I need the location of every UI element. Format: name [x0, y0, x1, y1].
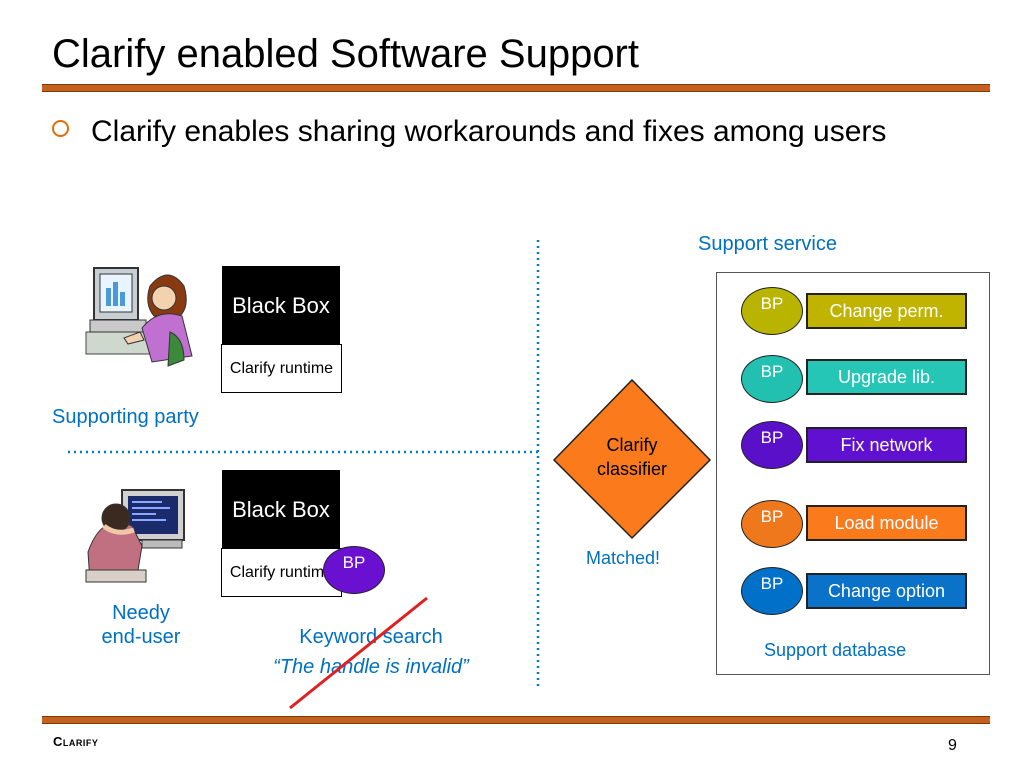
needy-label-line1: Needy: [112, 602, 170, 624]
clarify-runtime-bottom: Clarify runtime: [221, 548, 342, 597]
title-rule: [42, 84, 990, 92]
bp-bubble-5: BP: [741, 567, 803, 615]
support-service-label: Support service: [698, 233, 837, 255]
needy-end-user-label: Needy end-user: [82, 601, 200, 649]
bp-3-label: BP: [760, 428, 784, 447]
keyword-search-quote: “The handle is invalid”: [273, 656, 469, 678]
matched-label: Matched!: [586, 548, 661, 568]
classifier-text: Clarify classifier: [560, 433, 704, 481]
fix-5-label: Change option: [827, 580, 946, 601]
fix-3-label: Fix network: [840, 434, 933, 455]
slide-title: Clarify enabled Software Support: [52, 32, 639, 76]
bp-bubble-1: BP: [741, 287, 803, 335]
supporting-person-computer-icon: [85, 267, 193, 367]
fix-2-label: Upgrade lib.: [837, 366, 936, 387]
clarify-runtime-top: Clarify runtime: [221, 344, 342, 393]
fix-load-module: Load module: [806, 505, 967, 541]
bp-bubble-4: BP: [741, 500, 803, 548]
bullet-circle-icon: [52, 120, 69, 137]
page-number: 9: [948, 737, 957, 754]
bullet-text: Clarify enables sharing workarounds and …: [91, 115, 887, 148]
bp-4-label: BP: [760, 507, 784, 526]
support-database-box: [716, 272, 990, 675]
bp-bubble-2: BP: [741, 355, 803, 403]
footer-rule: [42, 716, 990, 724]
fix-4-label: Load module: [834, 512, 939, 533]
bp-5-label: BP: [760, 574, 784, 593]
needy-label-line2: end-user: [101, 626, 181, 648]
keyword-search-label: Keyword search: [299, 626, 443, 648]
bp-bubble-user: BP: [323, 546, 385, 594]
fix-upgrade-lib: Upgrade lib.: [806, 359, 967, 395]
classifier-line2: classifier: [596, 459, 667, 479]
fix-fix-network: Fix network: [806, 427, 967, 463]
fix-change-perm: Change perm.: [806, 293, 967, 329]
fix-1-label: Change perm.: [829, 300, 944, 321]
support-database-label: Support database: [764, 640, 907, 660]
footer-brand: Clarify: [53, 734, 99, 749]
fix-change-option: Change option: [806, 573, 967, 609]
bp-1-label: BP: [760, 294, 784, 313]
frustrated-user-computer-icon: [85, 489, 185, 583]
black-box-top: Black Box: [222, 266, 340, 346]
black-box-bottom: Black Box: [222, 470, 340, 550]
bp-2-label: BP: [760, 362, 784, 381]
supporting-party-label: Supporting party: [52, 406, 199, 428]
bp-bubble-3: BP: [741, 421, 803, 469]
classifier-line1: Clarify: [606, 435, 658, 455]
classifier-diamond: [552, 378, 712, 540]
